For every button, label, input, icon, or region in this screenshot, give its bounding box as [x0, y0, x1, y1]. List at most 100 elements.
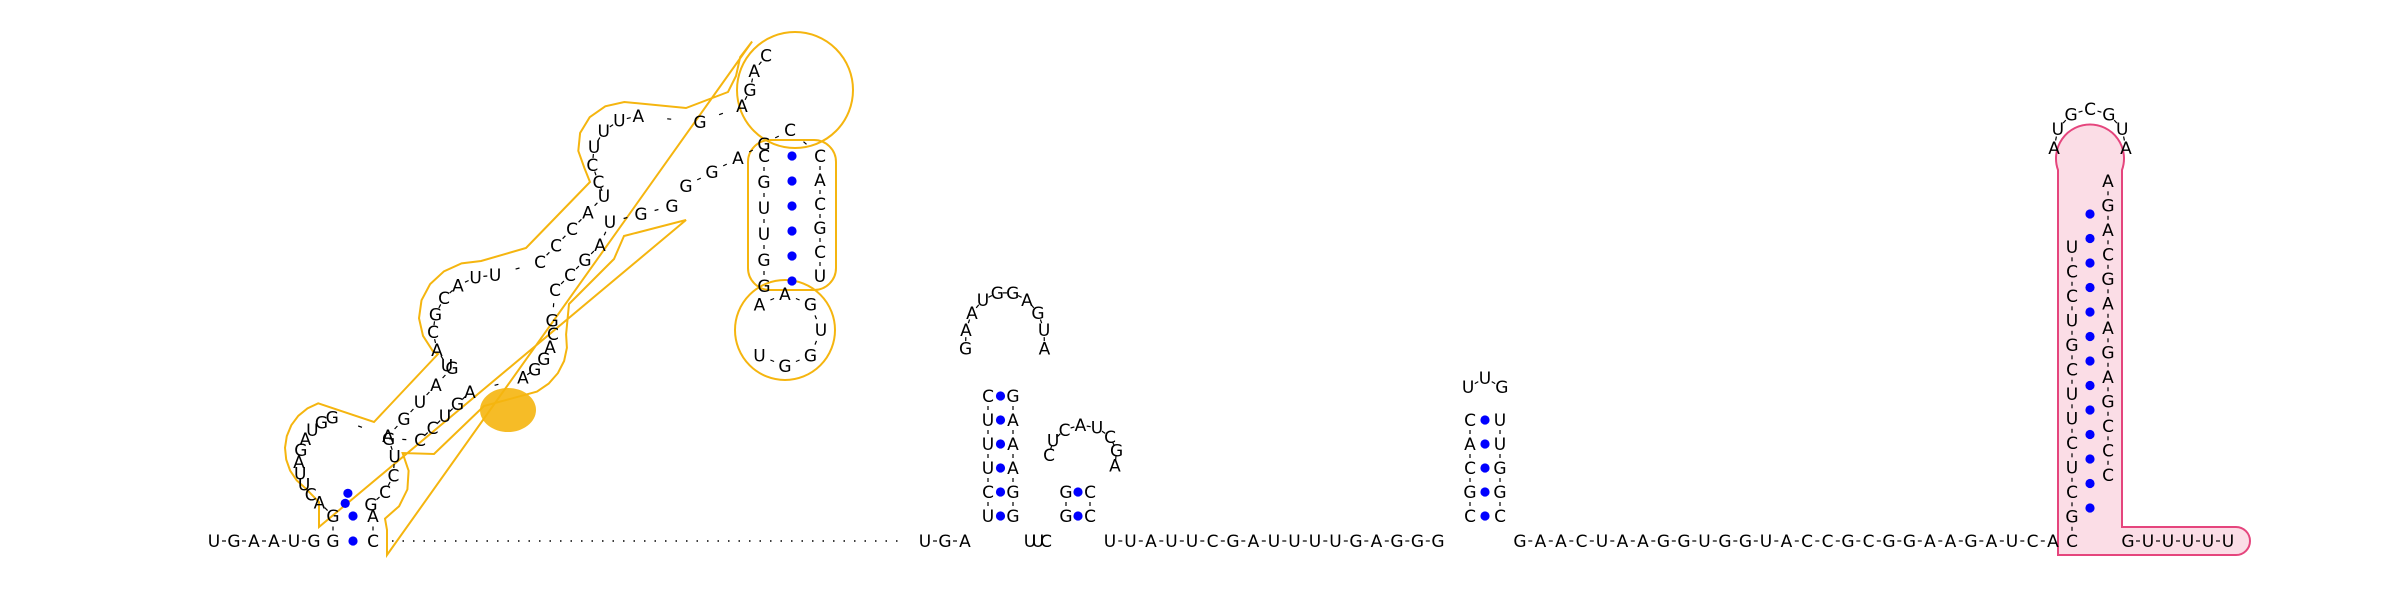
pink-loop-base: U — [2116, 120, 2128, 140]
orange-domain-open-base: G — [326, 507, 339, 527]
orange-inner-loop-base: A — [754, 296, 766, 316]
pink-stem-3p-base: A — [2102, 172, 2114, 192]
hairpin-3-stem-5p-base: A — [1464, 435, 1476, 455]
linker-mid-2-base: G — [1390, 532, 1403, 552]
orange-domain-close-base: G — [634, 205, 647, 225]
linker-right-base: C — [1801, 532, 1813, 552]
hairpin-1-loop-link — [975, 304, 980, 309]
orange-domain-close-base: G — [578, 251, 591, 271]
orange-domain-open-base: G — [397, 410, 410, 430]
orange-inner-stem-pair-dot — [787, 251, 797, 261]
pink-stem-pair-dot — [2085, 331, 2095, 342]
orange-inner-stem-5p-base: C — [758, 147, 770, 167]
linker-right-base: C — [1863, 532, 1875, 552]
orange-inner-stem-3p-base: C — [814, 147, 826, 167]
pink-stem-5p-base: U — [2066, 238, 2078, 258]
orange-domain-stem-pair-dot — [348, 511, 358, 521]
hairpin-1-loop-base: G — [1006, 284, 1019, 304]
hairpin-1-loop-link — [988, 294, 993, 298]
hairpin-1-stem-pair-dot — [995, 463, 1006, 473]
orange-domain-close-link — [603, 231, 607, 236]
pink-stem-pair-dot — [2085, 282, 2095, 293]
hairpin-2-loop-link — [1086, 425, 1091, 428]
orange-inner-loop-link — [770, 297, 775, 301]
orange-domain-open-link — [578, 218, 582, 223]
orange-domain-close-base: C — [427, 419, 439, 439]
orange-domain-open-base: C — [586, 156, 598, 176]
hairpin-1-stem-5p-base: U — [982, 435, 994, 455]
orange-domain-close-link — [376, 496, 380, 501]
orange-inner-loop-link — [795, 359, 800, 363]
orange-domain-close-base: G — [537, 350, 550, 370]
pink-stem-5p-base: U — [2066, 410, 2078, 430]
hairpin-3-stem-5p-base: C — [1464, 459, 1476, 479]
hairpin-3-stem-5p-base: C — [1464, 507, 1476, 527]
orange-domain-close-base: G — [382, 430, 395, 450]
linker-right-base: G — [1841, 532, 1854, 552]
linker-right-base: U — [2006, 532, 2018, 552]
orange-inner-loop-link — [770, 359, 775, 363]
hairpin-2-stem-pair-dot — [1073, 511, 1083, 521]
linker-mid-2-base: A — [1145, 532, 1157, 552]
pink-stem-3p-base: C — [2102, 246, 2114, 266]
hairpin-1-loop-base: U — [1038, 321, 1050, 341]
hairpin-1-stem-3p-base: G — [1006, 507, 1019, 527]
orange-inner-loop-link — [814, 340, 818, 345]
orange-inner-stem-pair-dot — [787, 226, 797, 236]
linker-mid-2-base: A — [1248, 532, 1260, 552]
orange-domain-close-base: G — [528, 361, 541, 381]
orange-domain-open-base: U — [597, 122, 609, 142]
orange-inner-stem-3p-base: G — [757, 135, 770, 155]
linker-mid-2-base: U — [1165, 532, 1177, 552]
linker-right-base: C — [1576, 532, 1588, 552]
orange-domain-close-base: G — [451, 395, 464, 415]
linker-mid-2-base: G — [1411, 532, 1424, 552]
orange-domain-open-base: A — [382, 427, 394, 447]
pink-stem-pair-dot — [2085, 258, 2095, 268]
orange-domain-close-link — [449, 408, 454, 412]
pink-stem-pair-dot — [2085, 503, 2095, 513]
orange-domain-stem-pair-dot — [343, 488, 353, 498]
hairpin-3-stem-3p-base: G — [1493, 459, 1506, 479]
orange-domain-open-base: A — [632, 107, 644, 127]
orange-domain-open-base: U — [489, 266, 501, 286]
orange-domain-open-base: G — [294, 441, 307, 461]
pink-stem-pair-dot — [2085, 380, 2095, 391]
pink-stem-5p-base: U — [2066, 385, 2078, 405]
orange-domain-close-link — [461, 396, 466, 400]
orange-domain-close-link — [387, 481, 391, 486]
hairpin-2-loop-base: A — [1075, 416, 1087, 436]
orange-domain-close-base: A — [464, 383, 476, 403]
hairpin-2-loop-base: C — [1059, 421, 1071, 441]
hairpin-3-stem-pair-dot — [1480, 415, 1490, 425]
orange-domain-close-base: C — [547, 325, 559, 345]
orange-domain-open-base: U — [469, 268, 481, 288]
hairpin-1-loop-link — [1039, 319, 1043, 324]
orange-domain-open-link — [626, 117, 631, 120]
pink-stem-3p-base: A — [2102, 368, 2114, 388]
linker-right-base: C — [2027, 532, 2039, 552]
hairpin-2-stem-5p-base: G — [1059, 483, 1072, 503]
linker-right-base: G — [1677, 532, 1690, 552]
orange-domain-close-base: A — [544, 338, 556, 358]
hairpin-1-loop-base: G — [959, 339, 972, 359]
hairpin-1-loop-base: A — [1039, 339, 1051, 359]
hairpin-2-stem-3p-base: C — [1084, 507, 1096, 527]
hairpin-3-stem-3p-base: C — [1494, 507, 1506, 527]
pink-stem-pair-dot — [2085, 209, 2095, 219]
hairpin-3-loop-base: U — [1462, 378, 1474, 398]
orange-domain-open-link — [426, 391, 430, 396]
linker-right-base: A — [1535, 532, 1547, 552]
orange-inner-stem-3p-link — [722, 163, 728, 167]
orange-domain-open-base: A — [736, 97, 748, 117]
orange-upper-loop-outline — [736, 31, 854, 149]
pink-stem-pair-dot — [2085, 478, 2095, 489]
orange-domain-open-base: C — [592, 173, 604, 193]
linker-mid-2-base: U — [1268, 532, 1280, 552]
pink-stem-3p-base: A — [2102, 295, 2114, 315]
linker-mid-1-base: C — [1040, 532, 1052, 552]
orange-domain-open-link — [410, 408, 414, 413]
orange-domain-open-base: U — [588, 138, 600, 158]
linker-right-base: G — [1882, 532, 1895, 552]
orange-domain-open-base: A — [452, 276, 464, 296]
